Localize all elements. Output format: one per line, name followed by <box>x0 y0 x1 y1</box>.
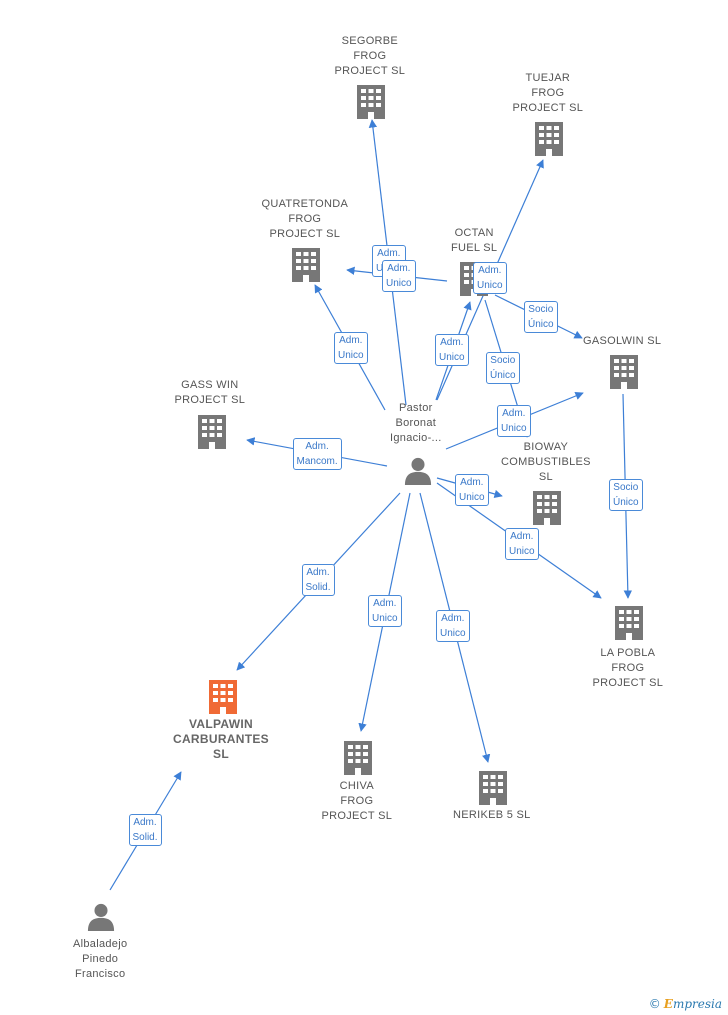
building-icon-segorbe[interactable] <box>357 85 385 119</box>
edge-label-gasolwin-to-lapobla[interactable]: Socio Único <box>609 479 643 511</box>
building-icon-quatretonda[interactable] <box>292 248 320 282</box>
edge-label-pastor-to-gasolwin[interactable]: Adm. Unico <box>497 405 531 437</box>
copyright-symbol: © <box>648 997 661 1011</box>
person-icon-albaladejo[interactable] <box>87 903 115 931</box>
node-label-gasolwin[interactable]: GASOLWIN SL <box>583 334 662 347</box>
node-label-segorbe[interactable]: SEGORBE FROG PROJECT SL <box>334 34 406 77</box>
edge-label-pastor-to-bioway[interactable]: Adm. Unico <box>455 474 489 506</box>
node-label-tuejar[interactable]: TUEJAR FROG PROJECT SL <box>512 71 584 114</box>
node-label-pastor[interactable]: Pastor Boronat Ignacio-... <box>390 401 442 444</box>
edge-label-pastor-to-chiva[interactable]: Adm. Unico <box>368 595 402 627</box>
building-icon-chiva[interactable] <box>344 741 372 775</box>
edge-label-pastor-to-octan[interactable]: Adm. Unico <box>435 334 469 366</box>
node-label-lapobla[interactable]: LA POBLA FROG PROJECT SL <box>592 646 664 689</box>
edge-label-pastor-to-quatretonda[interactable]: Adm. Unico <box>382 260 416 292</box>
edge-label-pastor-to-tuejar[interactable]: Adm. Unico <box>473 262 507 294</box>
brand-initial: E <box>663 997 673 1011</box>
node-label-gasswin[interactable]: GASS WIN PROJECT SL <box>174 379 246 406</box>
edge-label-pastor-to-gasswin[interactable]: Adm. Mancom. <box>292 438 342 470</box>
brand-name: mpresia <box>672 997 722 1011</box>
edge-label-octan-to-gasolwin[interactable]: Socio Único <box>524 301 558 333</box>
node-label-albaladejo[interactable]: Albaladejo Pinedo Francisco <box>73 937 128 980</box>
building-icon-valpawin[interactable] <box>209 680 237 714</box>
node-label-nerikeb[interactable]: NERIKEB 5 SL <box>453 808 531 821</box>
edge-label-pastor-to-quatretonda[interactable]: Adm. Unico <box>334 332 368 364</box>
node-label-chiva[interactable]: CHIVA FROG PROJECT SL <box>321 779 393 822</box>
node-label-quatretonda[interactable]: QUATRETONDA FROG PROJECT SL <box>261 197 349 240</box>
edge-label-pastor-to-lapobla[interactable]: Adm. Unico <box>505 528 539 560</box>
edge-label-octan-to-bioway[interactable]: Socio Único <box>486 352 520 384</box>
empresia-logo[interactable]: ©Empresia <box>649 997 722 1011</box>
edge-label-albaladejo-to-valpawin[interactable]: Adm. Solid. <box>128 814 162 846</box>
node-label-octan[interactable]: OCTAN FUEL SL <box>451 227 498 254</box>
node-label-valpawin[interactable]: VALPAWIN CARBURANTES SL <box>173 716 269 761</box>
person-icon-pastor[interactable] <box>404 457 432 485</box>
building-icon-gasolwin[interactable] <box>610 355 638 389</box>
building-icon-tuejar[interactable] <box>535 122 563 156</box>
building-icon-lapobla[interactable] <box>615 606 643 640</box>
building-icon-bioway[interactable] <box>533 491 561 525</box>
edge-label-pastor-to-nerikeb[interactable]: Adm. Unico <box>436 610 470 642</box>
building-icon-nerikeb[interactable] <box>479 771 507 805</box>
node-label-bioway[interactable]: BIOWAY COMBUSTIBLES SL <box>501 440 591 483</box>
edge-label-pastor-to-valpawin[interactable]: Adm. Solid. <box>301 564 335 596</box>
building-icon-gasswin[interactable] <box>198 415 226 449</box>
